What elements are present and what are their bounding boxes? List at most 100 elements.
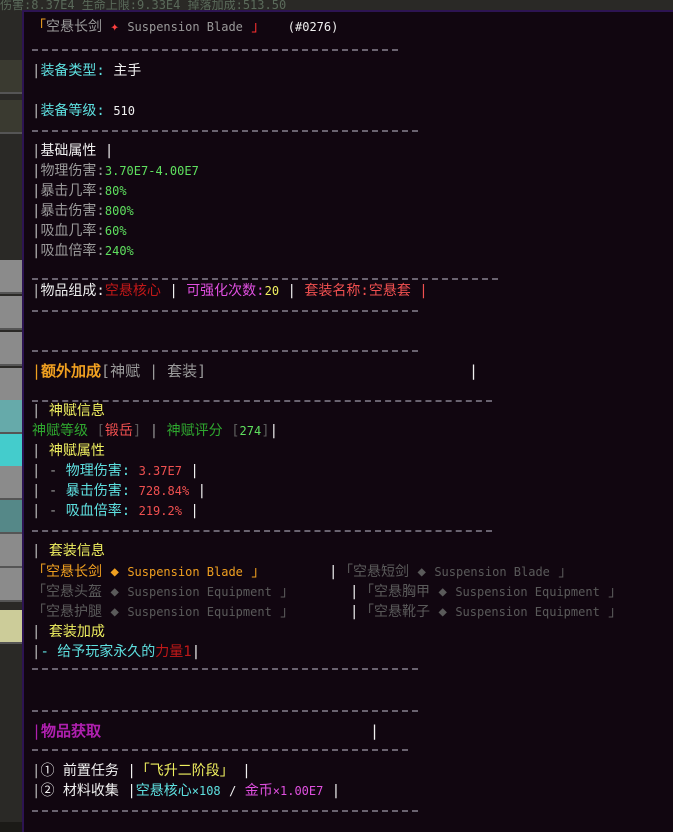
divider	[32, 130, 418, 132]
text-segment: |	[104, 143, 114, 159]
text-segment: 「飞升二阶段」	[135, 763, 234, 779]
text-segment: 力量1	[155, 644, 192, 660]
set-item: 「空悬胸甲 ◆ Suspension Equipment 」	[360, 583, 622, 601]
text-segment: 240%	[104, 244, 134, 258]
text-segment: |	[169, 283, 178, 299]
text-segment: 「	[32, 564, 46, 580]
text-segment: [	[231, 423, 240, 439]
text-segment: |	[32, 763, 41, 779]
text-segment: |	[127, 783, 136, 799]
stat-row: |暴击几率:80%	[32, 182, 127, 200]
text-segment: /	[229, 784, 237, 798]
item-tooltip: 「空悬长剑 ✦ Suspension Blade 」 (#0276) |装备类型…	[22, 10, 673, 832]
text-segment: 吸血几率:	[40, 223, 105, 239]
text-segment: 800%	[104, 204, 134, 218]
text-segment: |	[370, 722, 380, 740]
text-segment: |	[32, 103, 41, 119]
item-title: 「空悬长剑 ✦ Suspension Blade 」 (#0276)	[32, 19, 339, 35]
sword-slot-icon[interactable]	[0, 400, 22, 434]
text-segment: |	[331, 783, 341, 799]
diamond-icon: ◆	[110, 564, 119, 580]
helmet-slot-icon[interactable]	[0, 434, 22, 468]
composition-row: |物品组成:空悬核心 | 可强化次数:20 | 套装名称:空悬套 |	[32, 282, 428, 300]
text-segment: 」	[280, 604, 295, 620]
inventory-slot[interactable]	[0, 568, 22, 602]
text-segment: |	[32, 543, 41, 559]
inventory-slot[interactable]	[0, 260, 22, 294]
text-segment: 神赋信息	[48, 403, 105, 419]
stat-row: |暴击伤害:800%	[32, 202, 134, 220]
talent-info: | 神赋信息	[32, 402, 105, 420]
talent-stat: | - 吸血倍率: 219.2% |	[32, 502, 199, 520]
inventory-slot[interactable]	[0, 368, 22, 402]
inventory-slot[interactable]	[0, 534, 22, 568]
pickaxe-slot-icon[interactable]	[0, 500, 22, 534]
text-segment: |	[32, 403, 41, 419]
text-segment: |	[242, 763, 251, 779]
text-segment: |	[32, 243, 41, 259]
inventory-slot[interactable]	[0, 296, 22, 330]
text-segment: 空悬核心	[104, 283, 161, 299]
text-segment: 「	[360, 604, 374, 620]
acquire-step: |② 材料收集 |空悬核心×108 / 金币×1.00E7 |	[32, 782, 340, 800]
text-segment: 「	[360, 584, 374, 600]
text-segment: 80%	[104, 184, 127, 198]
divider	[32, 49, 398, 51]
text-segment: 「	[32, 604, 46, 620]
text-segment: |	[287, 283, 296, 299]
text-segment: -	[40, 483, 66, 499]
text-segment: 60%	[104, 224, 127, 238]
stat-row: |物理伤害:3.70E7-4.00E7	[32, 162, 199, 180]
text-segment: 219.2%	[138, 504, 182, 518]
text-segment: 」	[280, 584, 295, 600]
set-item: 「空悬短剑 ◆ Suspension Blade 」	[339, 563, 572, 581]
inventory-slot[interactable]	[0, 100, 22, 134]
inventory-slot[interactable]	[0, 466, 22, 500]
avatar-slot-icon[interactable]	[0, 610, 22, 644]
divider	[32, 278, 498, 280]
text-segment: 空悬核心	[135, 783, 192, 799]
text-segment: |	[32, 63, 41, 79]
text-segment: 空悬套	[368, 283, 411, 299]
text-segment: 」	[608, 584, 623, 600]
text-segment: 前置任务	[62, 763, 119, 779]
text-segment: 物理伤害:	[65, 463, 131, 479]
text-segment: |	[32, 143, 41, 159]
text-segment: 」	[608, 604, 623, 620]
text-segment: 吸血倍率:	[65, 503, 131, 519]
text-segment: 金币	[244, 783, 273, 799]
text-segment: |	[269, 423, 279, 439]
text-segment: 套装加成	[48, 624, 105, 640]
text-segment: Suspension Equipment	[127, 585, 272, 599]
item-id: (#0276)	[287, 20, 339, 34]
text-segment: ]	[132, 423, 142, 439]
text-segment: 暴击几率:	[40, 183, 105, 199]
text-segment: 空悬短剑	[353, 564, 409, 580]
extra-heading: |额外加成[神赋 | 套装] |	[32, 362, 478, 380]
diamond-icon: ◆	[438, 604, 447, 620]
text-segment: 274	[239, 424, 262, 438]
text-segment: 神赋评分	[166, 423, 223, 439]
text-segment: 套装名称:	[304, 283, 369, 299]
text-segment: |	[32, 624, 41, 640]
text-segment: 基础属性	[40, 143, 97, 159]
text-segment: |	[419, 283, 428, 299]
text-segment: |	[350, 604, 359, 620]
text-segment: - 给予玩家永久的	[40, 644, 156, 660]
text-segment: Suspension Blade	[434, 565, 550, 579]
text-segment: 物品获取	[41, 722, 102, 740]
text-segment: ①	[40, 763, 55, 779]
text-segment: |	[32, 183, 41, 199]
set-info: | 套装信息	[32, 542, 105, 560]
extra-tabs[interactable]: [神赋 | 套装]	[101, 362, 207, 380]
text-segment: Suspension Equipment	[455, 585, 600, 599]
set-items-row: 「空悬头盔 ◆ Suspension Equipment 」 | 「空悬胸甲 ◆…	[32, 583, 622, 601]
inventory-slot[interactable]	[0, 60, 22, 94]
text-segment: |	[32, 483, 41, 499]
divider	[32, 350, 418, 352]
text-segment: 暴击伤害:	[40, 203, 105, 219]
text-segment: 510	[113, 104, 135, 118]
text-segment: |	[32, 783, 41, 799]
text-segment: Suspension Blade	[127, 565, 243, 579]
inventory-slot[interactable]	[0, 332, 22, 366]
